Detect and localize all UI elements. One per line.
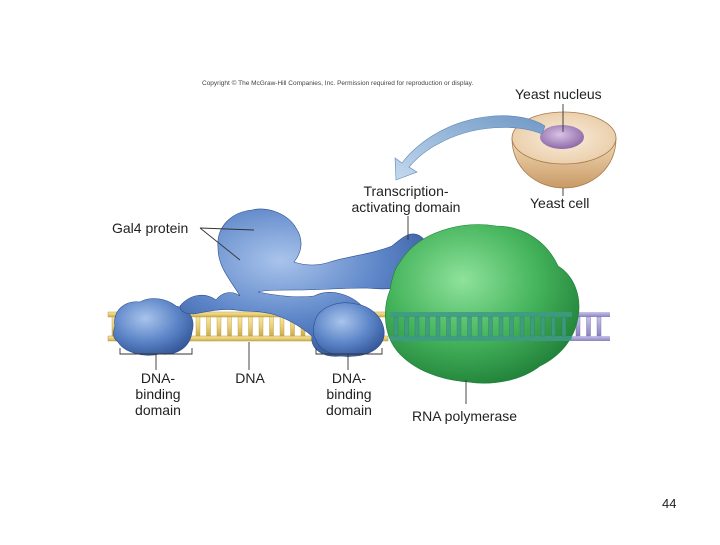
label-yeast-nucleus: Yeast nucleus xyxy=(515,86,602,102)
dna-rung xyxy=(195,316,201,337)
dna-rung xyxy=(393,316,399,337)
label-dna: DNA xyxy=(235,370,265,386)
dna-rung xyxy=(498,316,504,337)
rna-polymerase-shape xyxy=(385,224,580,384)
dna-rung xyxy=(216,316,222,337)
dna-rung xyxy=(248,316,253,337)
label-dna-binding-right-3: domain xyxy=(326,402,372,418)
label-dna-binding-left-1: DNA- xyxy=(141,370,176,386)
label-transcription-activating-2: activating domain xyxy=(352,199,461,215)
label-transcription-activating-1: Transcription- xyxy=(363,183,448,199)
dna-rung xyxy=(530,316,535,337)
dna-rung xyxy=(237,316,243,337)
yeast-nucleus-shape xyxy=(540,125,584,149)
dna-binding-domain-right-shape xyxy=(313,302,385,357)
dna-in-polymerase xyxy=(390,312,572,341)
dna-rung xyxy=(596,316,602,337)
dna-rung xyxy=(551,316,556,337)
dna-rung xyxy=(425,316,430,337)
page-number: 44 xyxy=(662,496,676,511)
label-dna-binding-right-2: binding xyxy=(326,386,371,402)
dna-rung xyxy=(509,316,514,337)
copyright-notice: Copyright © The McGraw-Hill Companies, I… xyxy=(202,79,473,87)
dna-rung xyxy=(456,316,462,337)
dna-rung xyxy=(279,316,285,337)
label-gal4-protein: Gal4 protein xyxy=(112,220,188,236)
dna-binding-domain-left-shape xyxy=(113,298,194,356)
dna-rung xyxy=(269,316,274,337)
dna-rung xyxy=(477,316,483,337)
label-dna-binding-right-1: DNA- xyxy=(332,370,367,386)
dna-rung xyxy=(404,316,409,337)
label-rna-polymerase: RNA polymerase xyxy=(412,408,517,424)
dna-rung xyxy=(561,316,567,337)
dna-rung xyxy=(414,316,420,337)
curved-arrow xyxy=(394,115,546,181)
dna-base-pairs-purple xyxy=(575,316,602,337)
leader-gal4-b xyxy=(199,227,241,261)
dna-rung xyxy=(258,316,264,337)
dna-rung xyxy=(519,316,525,337)
dna-rung xyxy=(488,316,493,337)
dna-rung xyxy=(446,316,451,337)
bracket-dna-binding-right xyxy=(315,348,383,355)
dna-rung xyxy=(467,316,472,337)
leader-gal4-a xyxy=(199,227,255,231)
dna-rung xyxy=(435,316,441,337)
dna-rung xyxy=(206,316,211,337)
label-dna-binding-left-2: binding xyxy=(135,386,180,402)
label-dna-binding-left-3: domain xyxy=(135,402,181,418)
dna-rung xyxy=(586,316,591,337)
dna-rung xyxy=(227,316,232,337)
dna-rung xyxy=(540,316,546,337)
label-yeast-cell: Yeast cell xyxy=(530,195,589,211)
